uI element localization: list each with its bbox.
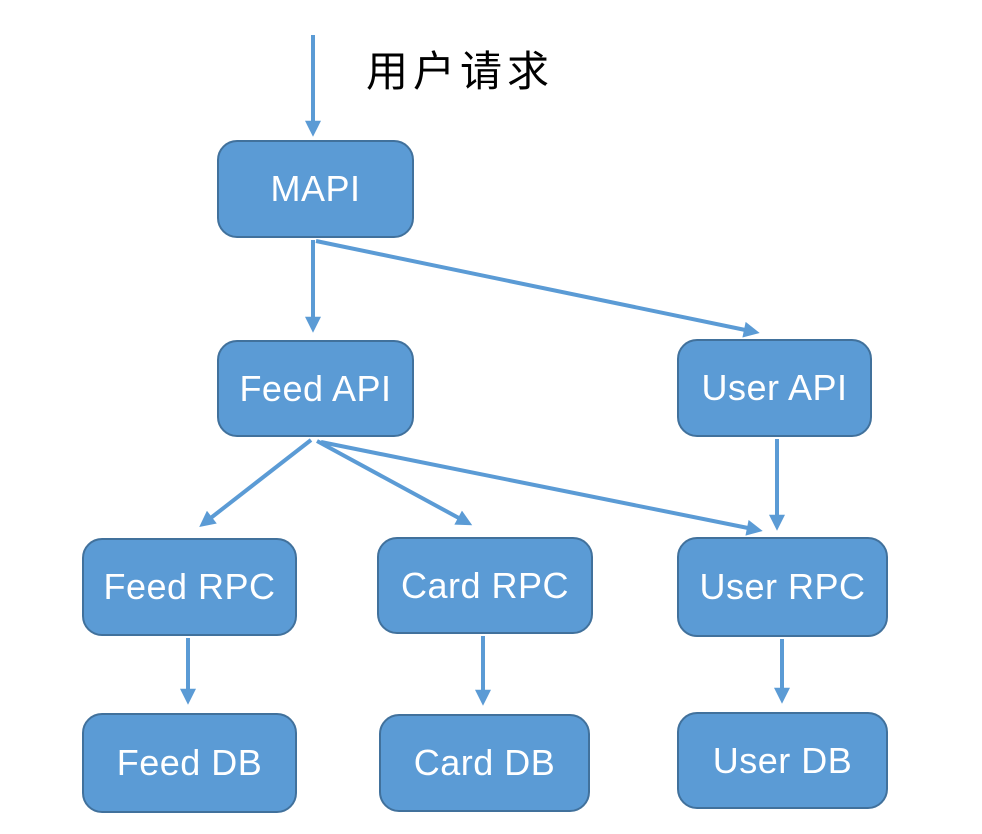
edge-feed-api-to-card-rpc bbox=[316, 439, 473, 526]
node-user-db: User DB bbox=[677, 712, 888, 809]
node-card-db-label: Card DB bbox=[413, 742, 556, 783]
node-mapi: MAPI bbox=[217, 140, 414, 238]
edge-feed-api-to-feed-rpc bbox=[199, 438, 313, 527]
node-feed-rpc-label: Feed RPC bbox=[103, 566, 276, 607]
node-user-api: User API bbox=[677, 339, 872, 437]
node-feed-api: Feed API bbox=[217, 340, 414, 437]
node-user-api-label: User API bbox=[701, 367, 848, 408]
edge-feed-api-to-user-rpc bbox=[320, 440, 763, 536]
node-feed-db-label: Feed DB bbox=[116, 742, 263, 783]
node-mapi-label: MAPI bbox=[270, 168, 361, 209]
node-user-db-label: User DB bbox=[712, 739, 853, 781]
node-feed-rpc: Feed RPC bbox=[82, 538, 297, 636]
node-card-db: Card DB bbox=[379, 714, 590, 812]
user-request-label: 用户请求 bbox=[366, 48, 555, 95]
node-feed-db: Feed DB bbox=[82, 713, 297, 813]
node-card-rpc: Card RPC bbox=[377, 537, 593, 634]
edge-mapi-to-user-api bbox=[315, 239, 760, 338]
node-feed-api-label: Feed API bbox=[239, 367, 392, 409]
node-user-rpc: User RPC bbox=[677, 537, 888, 637]
node-user-rpc-label: User RPC bbox=[699, 566, 866, 607]
node-card-rpc-label: Card RPC bbox=[400, 564, 570, 606]
